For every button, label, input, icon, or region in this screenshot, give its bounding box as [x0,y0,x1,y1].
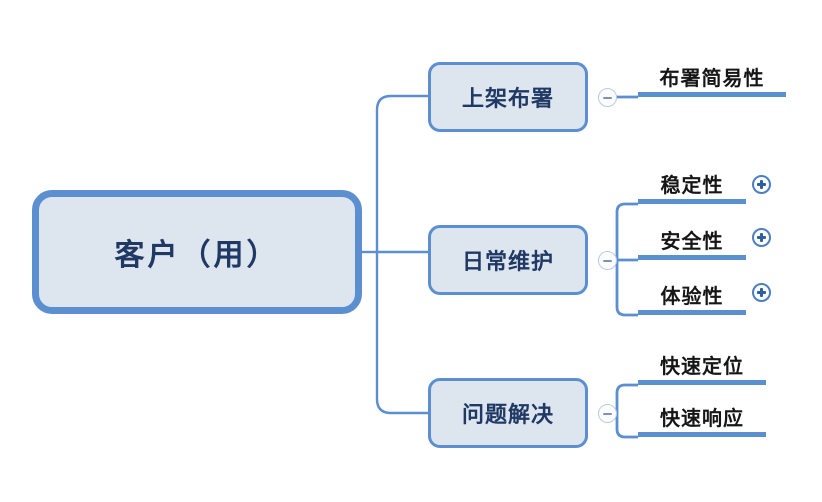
leaf-underline-bar [638,199,746,204]
leaf-underline-bar [638,432,766,437]
branch-node-label: 日常维护 [461,249,554,274]
expand-plus-icon-anquanxing[interactable] [752,228,771,247]
connector-branch-2-child-0 [615,383,638,413]
collapse-minus-icon-branch-2[interactable] [598,404,617,423]
branch-node-wenti-jiejue[interactable]: 问题解决 [428,378,588,448]
connector-trunk-to-branch-0 [375,94,428,252]
leaf-node-bushu-jianyixing[interactable]: 布署简易性 [638,63,786,97]
leaf-node-label: 快速响应 [660,408,744,430]
connector-trunk-to-branch-2 [375,252,428,415]
leaf-node-kuaisu-xiangying[interactable]: 快速响应 [638,403,766,437]
connector-branch-1-child-2 [615,260,638,317]
branch-node-richang-weihu[interactable]: 日常维护 [428,225,588,295]
leaf-underline-bar [638,380,766,385]
connector-branch-1-child-0 [615,202,638,260]
leaf-node-label: 布署简易性 [659,68,765,90]
leaf-node-label: 体验性 [660,286,724,308]
leaf-underline-bar [638,92,786,97]
leaf-node-label: 安全性 [660,231,724,253]
leaf-node-tiyanxing[interactable]: 体验性 [638,281,746,315]
leaf-underline-bar [638,255,746,260]
branch-node-label: 问题解决 [461,402,554,427]
leaf-node-label: 稳定性 [660,175,724,197]
branch-node-label: 上架布署 [461,86,554,111]
leaf-node-kuaisu-dingwei[interactable]: 快速定位 [638,351,766,385]
branch-node-shangjia-bushu[interactable]: 上架布署 [428,62,588,132]
collapse-minus-icon-branch-1[interactable] [598,251,617,270]
connector-branch-2-child-1 [615,413,638,439]
root-node[interactable]: 客户（用） [32,190,362,314]
leaf-node-anquanxing[interactable]: 安全性 [638,226,746,260]
expand-plus-icon-wendingxing[interactable] [752,175,771,194]
leaf-underline-bar [638,310,746,315]
root-node-label: 客户（用） [114,239,280,272]
collapse-minus-icon-branch-0[interactable] [598,88,617,107]
leaf-node-label: 快速定位 [660,356,744,378]
leaf-node-wendingxing[interactable]: 稳定性 [638,170,746,204]
expand-plus-icon-tiyanxing[interactable] [752,283,771,302]
